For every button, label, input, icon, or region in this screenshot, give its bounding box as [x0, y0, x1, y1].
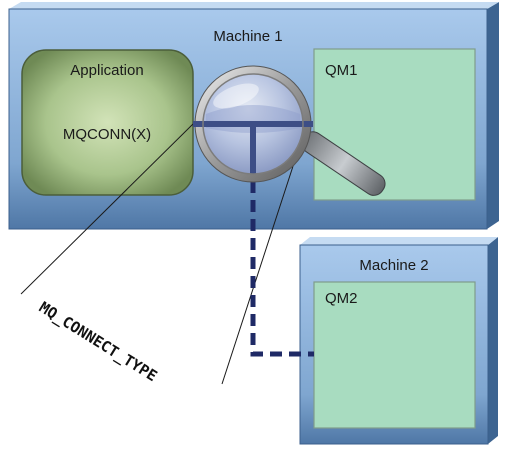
application-label: Application [70, 62, 143, 79]
qm1-label: QM1 [325, 62, 358, 79]
qm1-box: QM1 [313, 48, 476, 201]
machine1-label: Machine 1 [213, 28, 282, 45]
application-box: Application MQCONN(X) [21, 49, 194, 196]
mq-connect-type-label: MQ_CONNECT_TYPE [36, 298, 160, 385]
mqconn-label: MQCONN(X) [63, 126, 151, 143]
callout-line-left [20, 123, 194, 295]
client-connection-dashed [250, 143, 314, 357]
machine2-label: Machine 2 [359, 257, 428, 274]
qm2-box: QM2 [313, 281, 476, 429]
magnifier-icon [193, 65, 386, 196]
callout-line-right [221, 156, 297, 385]
qm2-label: QM2 [325, 290, 358, 307]
